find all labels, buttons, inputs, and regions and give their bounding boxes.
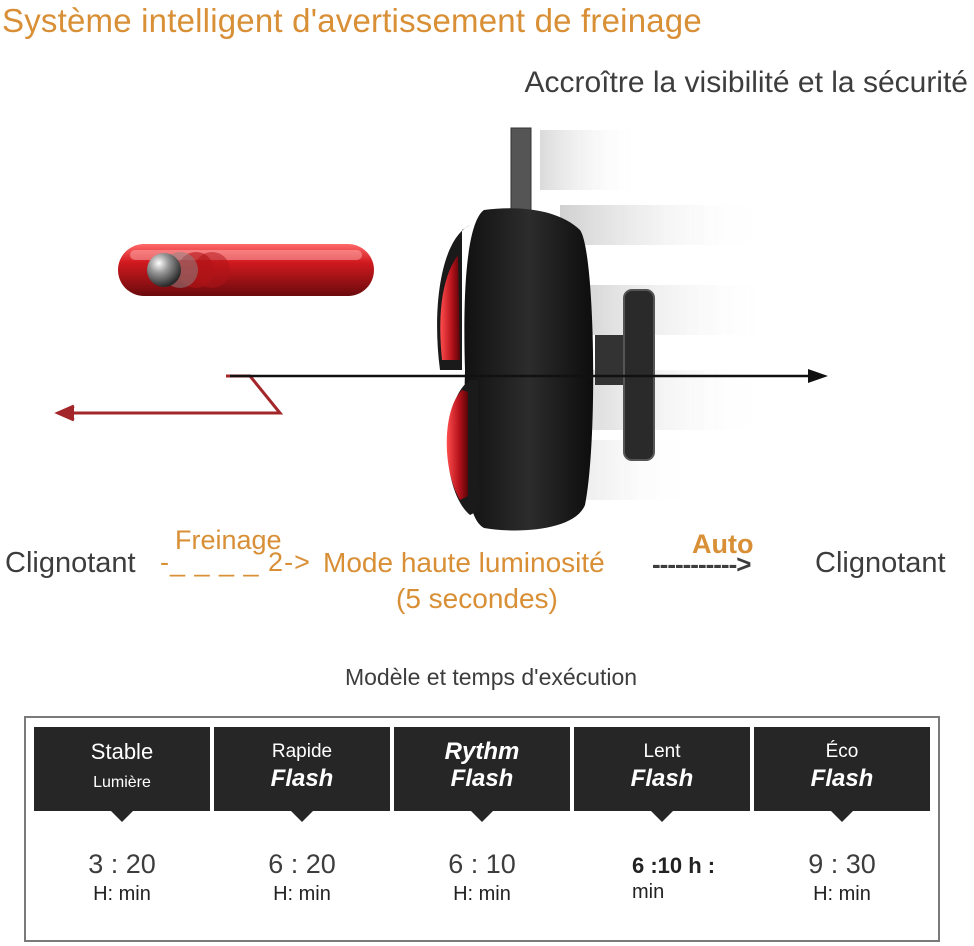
runtime-value: 6 : 10 xyxy=(448,849,516,879)
modes-runtime-table: Stable Lumière 3 : 20 H: min Rapide Flas… xyxy=(24,716,940,942)
mode-header: Stable Lumière xyxy=(34,727,210,822)
mode-header: Rapide Flash xyxy=(214,727,390,822)
flow-trigger-auto: Auto xyxy=(692,529,754,559)
modes-section-title: Modèle et temps d'exécution xyxy=(344,664,638,690)
runtime-unit: H: min xyxy=(273,883,331,905)
forward-arrow-icon xyxy=(230,369,828,383)
runtime-value: 3 : 20 xyxy=(88,849,156,879)
mode-header: Éco Flash xyxy=(754,727,930,822)
tilt-sensor-icon xyxy=(118,244,374,296)
mode-header: Lent Flash xyxy=(574,727,750,822)
mode-flow-diagram: Clignotant -_ _ _ _ 2-> Freinage Mode ha… xyxy=(0,525,974,625)
runtime-value: 6 : 20 xyxy=(268,849,336,879)
mode-type: Flash xyxy=(810,765,874,792)
runtime-value: 9 : 30 xyxy=(808,849,876,879)
page-title: Système intelligent d'avertissement de f… xyxy=(2,2,702,39)
brake-light-device xyxy=(437,208,655,531)
mode-column-stable: Stable Lumière 3 : 20 H: min xyxy=(34,727,210,937)
runtime-value: 6 :10 h : xyxy=(632,853,716,878)
mode-column-rythm: Rythm Flash 6 : 10 H: min xyxy=(394,727,570,937)
mode-header: Rythm Flash xyxy=(394,727,570,822)
mode-type: Flash xyxy=(270,765,334,792)
mode-column-eco: Éco Flash 9 : 30 H: min xyxy=(754,727,930,937)
mode-name: Lent xyxy=(643,741,681,762)
runtime-unit: H: min xyxy=(453,883,511,905)
mode-column-rapide: Rapide Flash 6 : 20 H: min xyxy=(214,727,390,937)
mode-type: Flash xyxy=(630,765,694,792)
runtime-unit: H: min xyxy=(93,883,151,905)
mode-type: Lumière xyxy=(93,774,151,791)
flow-arrow-auto: -----------> xyxy=(652,549,751,579)
mount-post xyxy=(510,127,532,219)
mode-name: Stable xyxy=(90,739,154,764)
runtime-unit: min xyxy=(632,881,665,903)
mode-type: Flash xyxy=(450,765,514,792)
flow-state-high-brightness: Mode haute luminosité xyxy=(323,547,605,578)
flow-state-right: Clignotant xyxy=(815,547,946,579)
runtime-unit: H: min xyxy=(813,883,871,905)
mode-column-lent: Lent Flash 6 :10 h : min xyxy=(574,727,750,937)
flow-trigger-brake: Freinage xyxy=(175,525,282,555)
mode-name: Rythm xyxy=(444,738,520,765)
deceleration-arrow-icon xyxy=(54,374,284,422)
flow-duration: (5 secondes) xyxy=(396,583,558,614)
page-subtitle: Accroître la visibilité et la sécurité xyxy=(524,66,969,99)
flow-arrow-brake: -_ _ _ _ 2-> xyxy=(160,547,311,577)
brake-light-illustration xyxy=(54,127,828,531)
mode-name: Rapide xyxy=(271,741,333,762)
mode-name: Éco xyxy=(825,741,859,762)
flow-state-left: Clignotant xyxy=(5,547,136,579)
